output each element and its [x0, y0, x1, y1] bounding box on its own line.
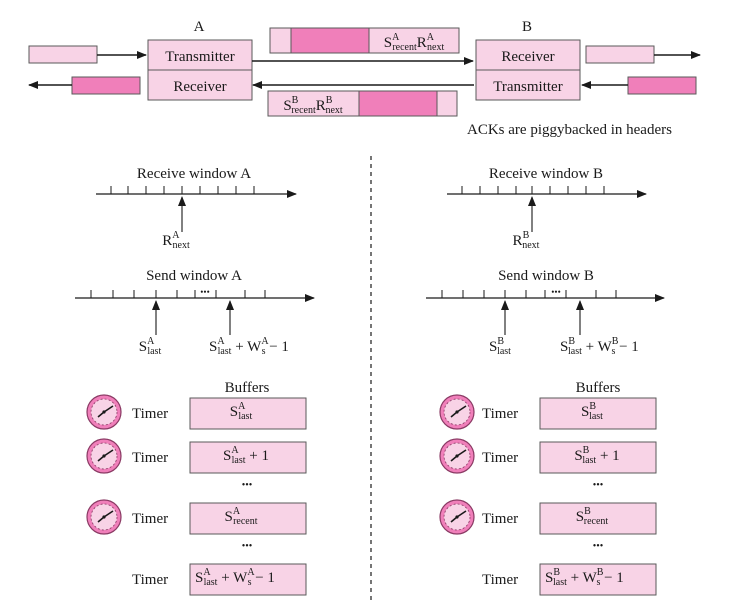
b-transmitter-label: Transmitter [493, 79, 562, 95]
timer-b-2-clock-icon [439, 438, 475, 474]
receive-window-a-title: Receive window A [137, 166, 251, 182]
buffer-a-1 [189, 397, 307, 430]
ack-piggyback-note: ACKs are piggybacked in headers [467, 122, 672, 138]
receive-window-b-ticks [461, 186, 605, 194]
buffer-b-4 [539, 563, 657, 596]
send-window-a-dots: ••• [200, 287, 209, 297]
a-transmitter-box [147, 39, 253, 71]
buffer-a-ellipsis-1: ••• [242, 480, 253, 491]
b-transmitter-box [475, 69, 581, 101]
b-incoming-queue-frame [585, 45, 655, 64]
buffer-b-3 [539, 502, 657, 535]
receive-window-b-title: Receive window B [489, 166, 603, 182]
send-window-b-dots: ••• [551, 287, 560, 297]
timer-b-3-label: Timer [482, 511, 518, 527]
buffer-b-2 [539, 441, 657, 474]
station-b-label: B [522, 19, 532, 35]
timer-b-3-clock-icon [439, 499, 475, 535]
a-transmitter-label: Transmitter [165, 49, 234, 65]
send-window-a-ticks [90, 290, 266, 298]
buffer-a-2 [189, 441, 307, 474]
buffer-b-1 [539, 397, 657, 430]
timer-a-3-label: Timer [132, 511, 168, 527]
station-a-label: A [194, 19, 205, 35]
send-window-b-ticks [441, 290, 617, 298]
timer-a-2-clock-icon [86, 438, 122, 474]
a-receiver-box [147, 69, 253, 101]
timer-b-2-label: Timer [482, 450, 518, 466]
timer-b-4-label: Timer [482, 572, 518, 588]
send-window-a-title: Send window A [146, 268, 242, 284]
buffer-a-ellipsis-2: ••• [242, 541, 253, 552]
a-outgoing-queue-frame [28, 45, 98, 64]
b-receiver-label: Receiver [501, 49, 554, 65]
send-window-b-title: Send window B [498, 268, 594, 284]
buffer-b-ellipsis-1: ••• [593, 480, 604, 491]
b-receiver-box [475, 39, 581, 71]
buffer-b-ellipsis-2: ••• [593, 541, 604, 552]
timer-a-1-clock-icon [86, 394, 122, 430]
timer-a-1-label: Timer [132, 406, 168, 422]
timer-b-1-label: Timer [482, 406, 518, 422]
b-outgoing-queue-frame [627, 76, 697, 95]
buffers-b-title: Buffers [576, 380, 621, 396]
timer-a-3-clock-icon [86, 499, 122, 535]
timer-a-2-label: Timer [132, 450, 168, 466]
buffer-a-3 [189, 502, 307, 535]
a-incoming-queue-frame [71, 76, 141, 95]
a-receiver-label: Receiver [173, 79, 226, 95]
receive-window-a-ticks [110, 186, 255, 194]
timer-a-4-label: Timer [132, 572, 168, 588]
buffers-a-title: Buffers [225, 380, 270, 396]
buffer-a-4 [189, 563, 307, 596]
timer-b-1-clock-icon [439, 394, 475, 430]
